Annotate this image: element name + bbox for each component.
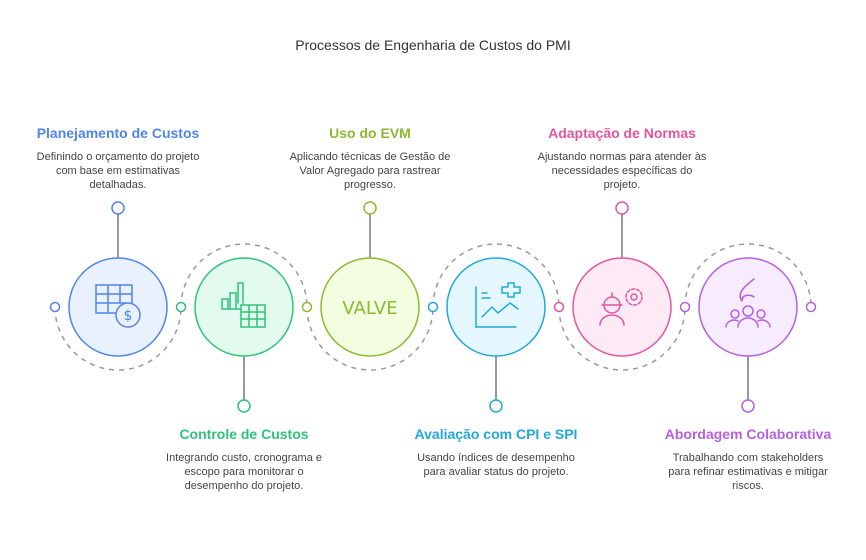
- step-title: Avaliação com CPI e SPI: [414, 426, 578, 442]
- icon-stroke: [501, 282, 521, 298]
- stem-dot: [741, 399, 755, 413]
- junction-dot: [679, 301, 691, 313]
- step-circle: [446, 257, 546, 357]
- person-head: [730, 309, 740, 319]
- dollar-coin: [115, 302, 141, 328]
- team-hand-icon: [725, 278, 771, 328]
- step-title: Adaptação de Normas: [548, 125, 696, 141]
- dollar-sign: $: [124, 308, 133, 324]
- step-desc: Definindo o orçamento do projeto com bas…: [36, 151, 200, 191]
- step-3-label: Uso do EVM Aplicando técnicas de Gestão d…: [285, 124, 455, 192]
- stem-dot: [615, 201, 629, 215]
- icon-stroke: [739, 278, 755, 302]
- value-text: VALVE: [342, 298, 397, 319]
- junction-dot: [427, 301, 439, 313]
- step-circle: [194, 257, 294, 357]
- step-title: Abordagem Colaborativa: [664, 426, 832, 442]
- step-title: Controle de Custos: [179, 426, 309, 442]
- budget-table-dollar-icon: $: [95, 284, 141, 328]
- step-desc: Aplicando técnicas de Gestão de Valor Ag…: [289, 151, 451, 191]
- engineer-gear-icon: [599, 288, 643, 326]
- bar-chart-table-icon: [221, 282, 266, 328]
- gear-teeth: [625, 288, 643, 306]
- icon-stroke: [475, 286, 519, 328]
- step-circle: [572, 257, 672, 357]
- step-desc: Ajustando normas para atender às necessi…: [537, 151, 707, 191]
- step-circle: [698, 257, 798, 357]
- icon-stroke: [599, 292, 625, 326]
- step-circle: [320, 257, 420, 357]
- junction-dot: [301, 301, 313, 313]
- step-title: Uso do EVM: [329, 125, 411, 141]
- step-4-label: Avaliação com CPI e SPI Usando índices de…: [411, 425, 581, 479]
- gear-center: [630, 293, 638, 301]
- stem-dot: [111, 201, 125, 215]
- step-title: Planejamento de Custos: [36, 125, 200, 141]
- stem-dot: [363, 201, 377, 215]
- step-desc: Integrando custo, cronograma e escopo pa…: [166, 452, 322, 492]
- junction-dot: [805, 301, 817, 313]
- icon-stroke: [221, 282, 244, 310]
- diagram-title: Processos de Engenharia de Custos do PMI: [295, 37, 571, 53]
- person-head: [756, 309, 766, 319]
- step-desc: Usando índices de desempenho para avalia…: [417, 452, 575, 478]
- junction-dot: [49, 301, 61, 313]
- performance-chart-icon: [475, 282, 521, 328]
- step-desc: Trabalhando com stakeholders para refina…: [668, 452, 828, 492]
- junction-dot: [175, 301, 187, 313]
- junction-dot: [553, 301, 565, 313]
- step-circle: [68, 257, 168, 357]
- person-head: [742, 305, 754, 317]
- icon-stroke: [725, 317, 771, 328]
- stem-dot: [489, 399, 503, 413]
- icon-stroke: [240, 304, 266, 328]
- value-icon: VALVE: [342, 298, 397, 319]
- stem-dot: [237, 399, 251, 413]
